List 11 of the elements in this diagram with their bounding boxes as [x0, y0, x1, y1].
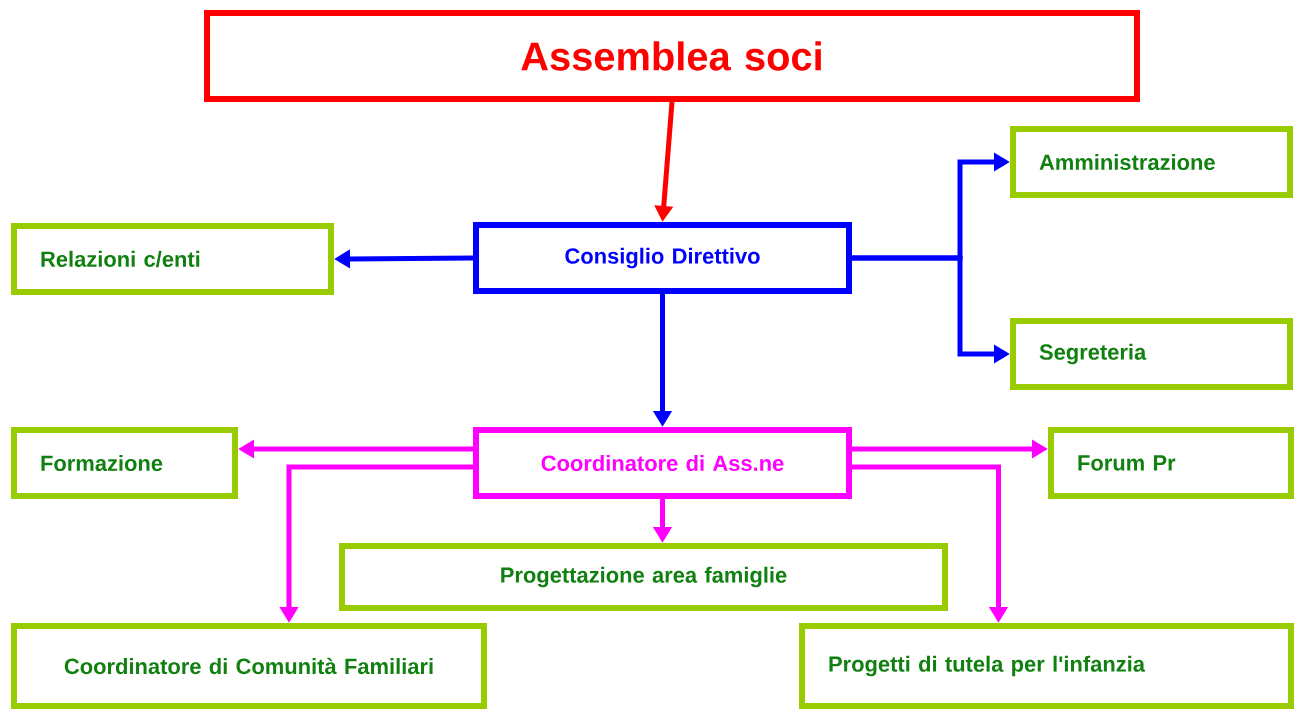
process-box: Progetti di tutela per l'infanzia: [799, 623, 1294, 709]
process-box: Consiglio Direttivo: [473, 222, 852, 294]
process-box: Relazioni c/enti: [11, 223, 334, 295]
process-box: Amministrazione: [1010, 126, 1293, 198]
process-box: Segreteria: [1010, 318, 1293, 390]
process-box: Coordinatore di Comunità Familiari: [11, 623, 487, 709]
title-box: Assemblea soci: [204, 10, 1140, 102]
process-box: Progettazione area famiglie: [339, 543, 948, 611]
process-box: Formazione: [11, 427, 238, 499]
process-box: Coordinatore di Ass.ne: [473, 427, 852, 499]
process-box: Forum Pr: [1048, 427, 1294, 499]
